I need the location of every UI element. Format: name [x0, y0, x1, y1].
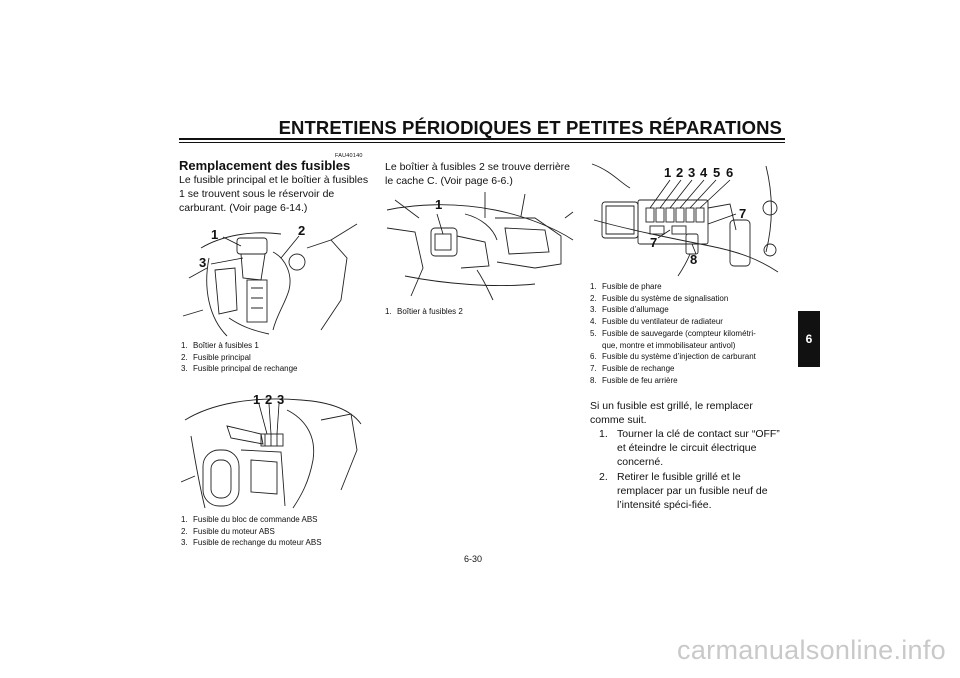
figure-fuse-box-2: 1 [385, 188, 575, 302]
callout-4: 4 [700, 165, 708, 180]
section-intro: Le fusible principal et le boîtier à fus… [179, 174, 369, 215]
callout-3: 3 [688, 165, 696, 180]
figure1-caption: 1.Boîtier à fusibles 1 2.Fusible princip… [181, 340, 298, 375]
caption-item: 3.Fusible de rechange du moteur ABS [181, 538, 322, 548]
callout-2: 2 [676, 165, 684, 180]
caption-item: 1.Fusible du bloc de commande ABS [181, 515, 318, 524]
callout-2: 2 [298, 223, 306, 238]
callout-8: 8 [690, 252, 698, 267]
callout-6: 6 [726, 165, 734, 180]
callout-1: 1 [211, 227, 219, 242]
callout-5: 5 [713, 165, 721, 180]
figure3-caption: 1.Boîtier à fusibles 2 [385, 306, 463, 318]
caption-item: 1.Fusible de phare [590, 282, 662, 291]
abs-fuses-illustration [181, 398, 362, 509]
figure-abs-fuses: 1 2 3 [181, 390, 364, 510]
procedure-steps: 1.Tourner la clé de contact sur “OFF” et… [599, 427, 784, 512]
fuse-box-2-detail-illustration [591, 163, 779, 277]
callout-3: 3 [199, 255, 207, 270]
watermark: carmanualsonline.info [677, 635, 946, 665]
caption-item: 7.Fusible de rechange [590, 363, 675, 373]
procedure-step: 1.Tourner la clé de contact sur “OFF” et… [599, 428, 780, 469]
section-code: FAU40140 [335, 153, 363, 159]
caption-item: 4.Fusible du ventilateur de radiateur [590, 317, 723, 327]
fuse-box-2-illustration [386, 192, 574, 301]
caption-item: 2.Fusible du moteur ABS [181, 526, 275, 536]
caption-item: 1.Boîtier à fusibles 1 [181, 341, 259, 350]
caption-item: 5.Fusible de sauvegarde (compteur kilomé… [590, 328, 756, 350]
figure2-caption: 1.Fusible du bloc de commande ABS 2.Fusi… [181, 514, 322, 549]
figure-fuse-box-1: 1 2 3 [181, 218, 364, 338]
figure-fuse-box-2-detail: 1 2 3 4 5 6 7 7 8 [590, 160, 781, 278]
caption-item: 3.Fusible d’allumage [590, 305, 669, 315]
procedure-intro: Si un fusible est grillé, le remplacer c… [590, 400, 753, 427]
title-rule-thin [179, 141, 785, 143]
procedure-step: 2.Retirer le fusible grillé et le rempla… [599, 470, 768, 512]
caption-item: 2.Fusible principal [181, 352, 251, 362]
callout-2: 2 [265, 392, 273, 407]
callout-1: 1 [253, 392, 261, 407]
fuse-box-1-illustration [182, 223, 358, 337]
figure4-caption: 1.Fusible de phare 2.Fusible du système … [590, 281, 756, 386]
caption-item: 6.Fusible du système d’injection de carb… [590, 352, 756, 362]
chapter-tab: 6 [798, 311, 820, 367]
callout-1: 1 [435, 197, 443, 212]
title-rule [179, 138, 785, 140]
section-heading: Remplacement des fusibles [179, 158, 351, 173]
callout-7-left: 7 [650, 235, 658, 250]
caption-item: 2.Fusible du système de signalisation [590, 293, 729, 303]
page-number: 6-30 [464, 554, 483, 564]
caption-item: 8.Fusible de feu arrière [590, 375, 678, 385]
caption-item: 3.Fusible principal de rechange [181, 364, 298, 374]
caption-item: 1.Boîtier à fusibles 2 [385, 307, 463, 316]
callout-1: 1 [664, 165, 672, 180]
page-title: ENTRETIENS PÉRIODIQUES ET PETITES RÉPARA… [278, 117, 782, 138]
callout-3: 3 [277, 392, 285, 407]
middle-text: Le boîtier à fusibles 2 se trouve derriè… [385, 161, 571, 188]
callout-7-right: 7 [739, 206, 747, 221]
